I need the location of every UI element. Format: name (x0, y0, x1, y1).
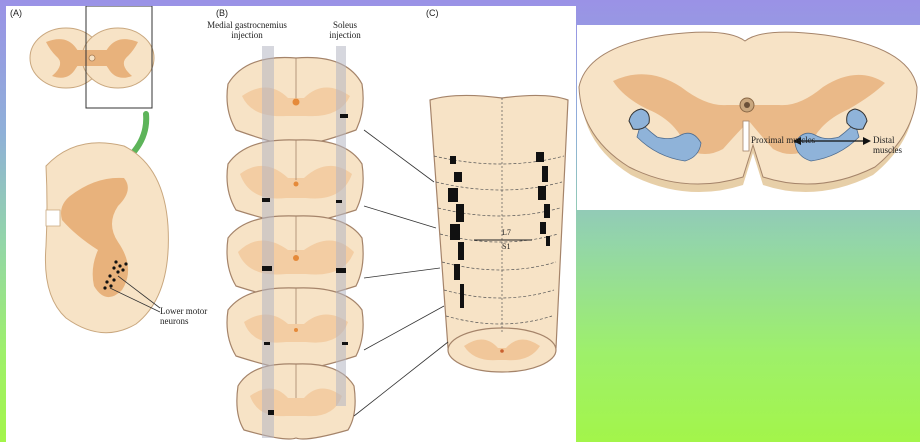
medial-gastrocnemius-label: Medial gastrocnemius injection (202, 20, 292, 40)
lower-motor-neurons-label: Lower motor neurons (160, 306, 216, 326)
segment-l7-label: L7 (502, 228, 518, 238)
distal-muscles-label: Distal muscles (873, 135, 920, 155)
connector-lines (354, 130, 448, 416)
segment-s1-label: S1 (502, 242, 518, 252)
motor-pools-drawing (577, 25, 920, 210)
spinal-cord-figure: (A) (B) (C) Medial gastrocnemius injecti… (6, 6, 576, 442)
soleus-label: Soleus injection (320, 20, 370, 40)
zoom-arrow (132, 114, 146, 154)
panel-a-small-section (30, 28, 154, 88)
panel-a-letter: (A) (10, 8, 22, 18)
panel-c-letter: (C) (426, 8, 439, 18)
figure-drawing (6, 6, 576, 442)
panel-c-cord (430, 95, 568, 372)
panel-b-letter: (B) (216, 8, 228, 18)
panel-a-hemisection (45, 143, 168, 333)
proximal-muscles-label: Proximal muscles (751, 135, 815, 145)
panel-b-stack (227, 46, 363, 439)
motor-pools-figure: Proximal muscles Distal muscles (577, 25, 920, 210)
